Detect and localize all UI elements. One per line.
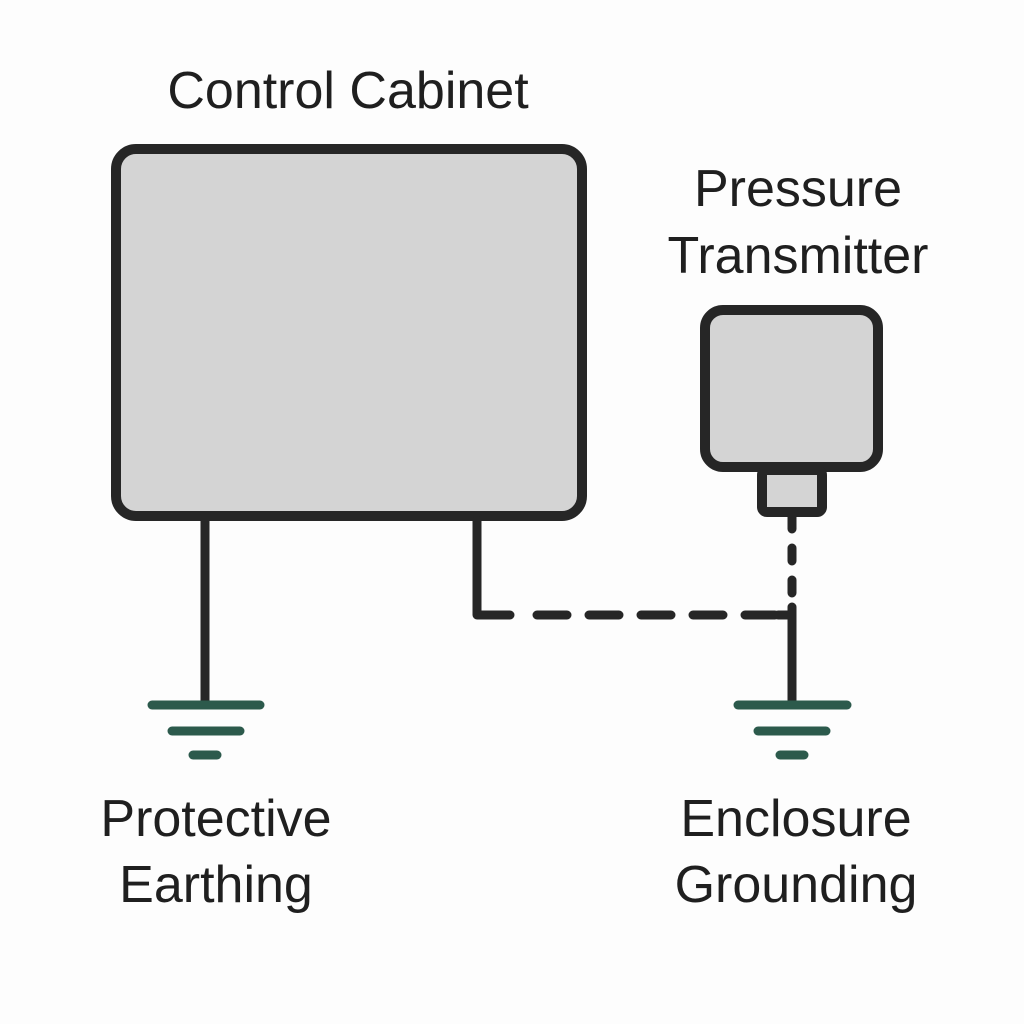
enclosure-grounding-label-line2: Grounding	[675, 856, 918, 914]
pressure-transmitter-label-line1: Pressure	[694, 160, 902, 218]
control-cabinet-box[interactable]	[111, 144, 587, 521]
protective-earthing-label-line1: Protective	[100, 790, 331, 848]
protective-earthing-label-line2: Earthing	[119, 856, 313, 914]
control-cabinet-label: Control Cabinet	[167, 62, 529, 120]
pressure-transmitter-label-line2: Transmitter	[668, 227, 929, 285]
pressure-transmitter-connector	[757, 465, 827, 517]
protective-earthing-ground-icon	[147, 700, 265, 760]
enclosure-grounding-label-line1: Enclosure	[680, 790, 911, 848]
enclosure-ground-wire	[773, 610, 797, 710]
pressure-transmitter-box[interactable]	[700, 305, 883, 472]
enclosure-grounding-ground-icon	[733, 700, 852, 760]
cabinet-drop-wire	[472, 515, 515, 620]
